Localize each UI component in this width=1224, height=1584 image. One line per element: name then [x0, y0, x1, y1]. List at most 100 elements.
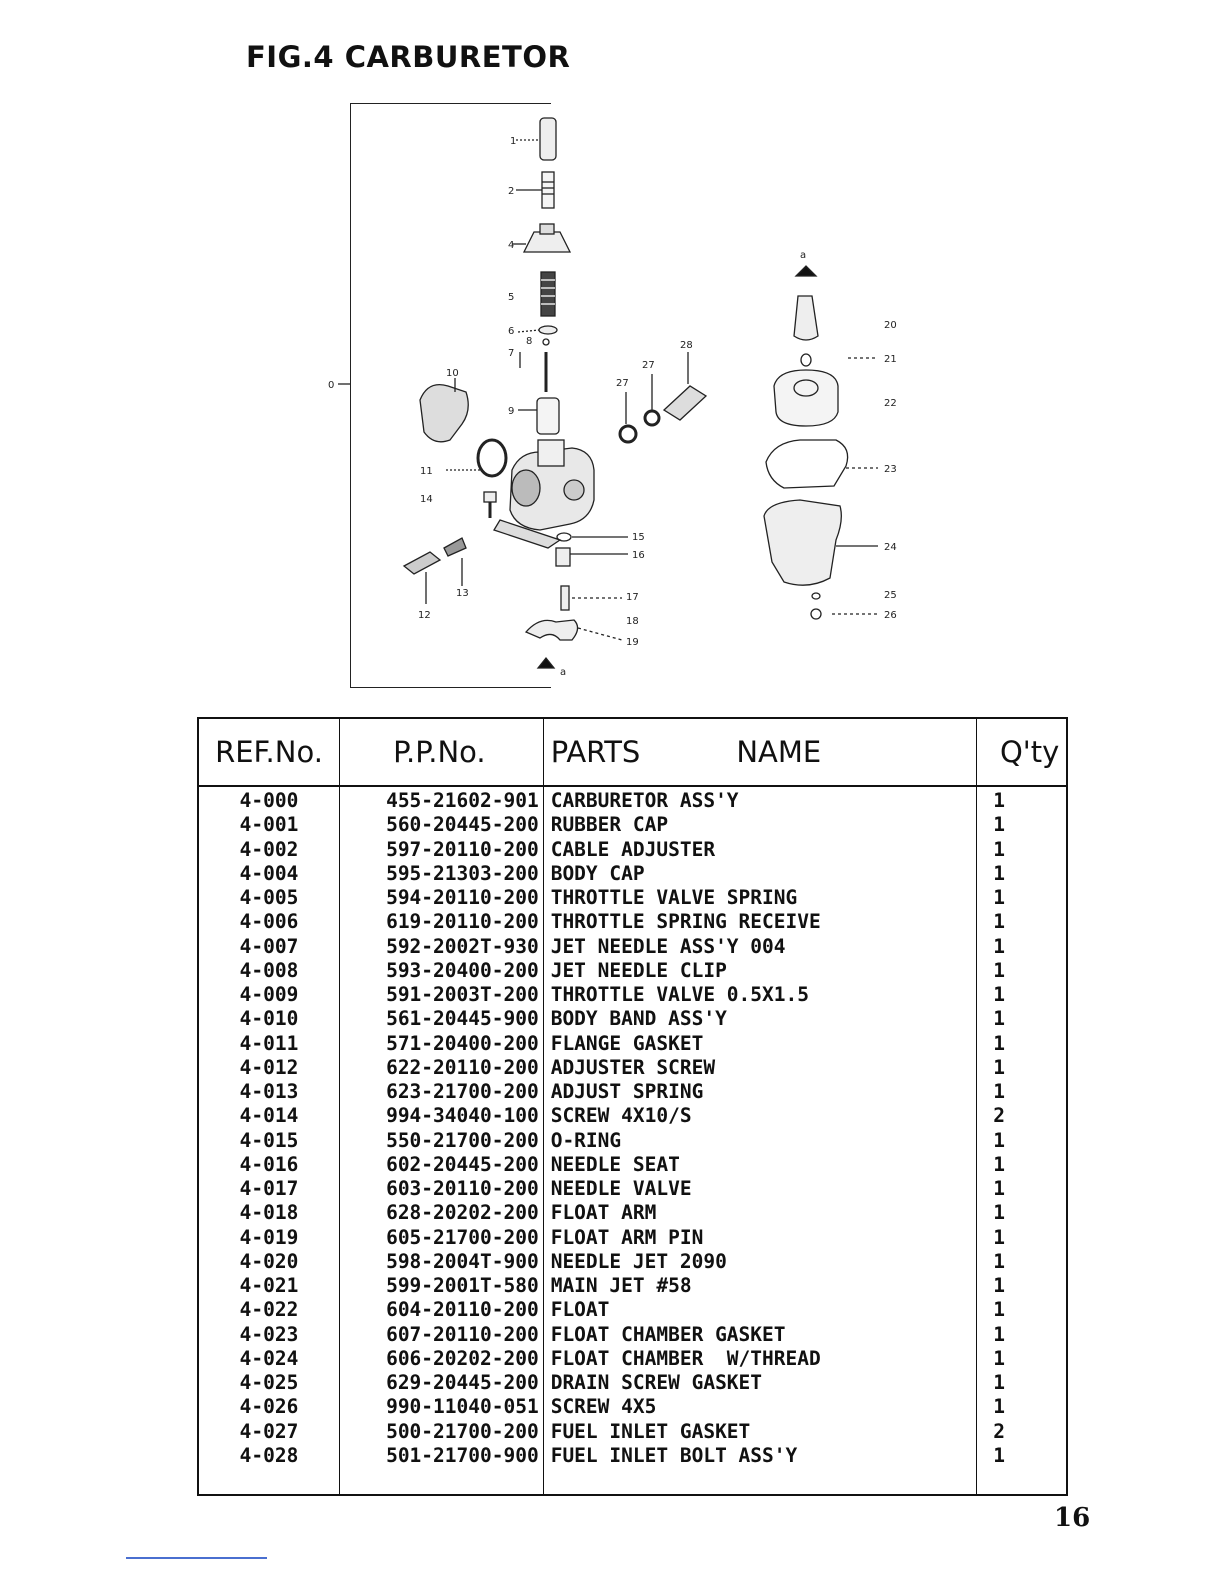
- ref-no-cell: 4-025: [197, 1371, 340, 1396]
- float-chamber-gasket-part: [765, 439, 849, 489]
- part-name-cell: THROTTLE VALVE 0.5X1.5: [542, 983, 978, 1008]
- qty-cell: 1: [976, 958, 1068, 983]
- qty-cell: 1: [976, 1443, 1068, 1495]
- throttle-spring-part: [540, 271, 556, 317]
- pp-no-cell: 629-20445-200: [339, 1371, 544, 1396]
- callout-label: 19: [626, 637, 639, 648]
- part-name-cell: O-RING: [542, 1128, 978, 1153]
- ref-no-cell: 4-004: [197, 861, 340, 886]
- part-name-cell: BODY CAP: [542, 861, 978, 886]
- ref-no-cell: 4-001: [197, 813, 340, 838]
- callout-label: 6: [508, 326, 514, 337]
- qty-cell: 1: [976, 1322, 1068, 1347]
- part-name-cell: FLOAT ARM PIN: [542, 1225, 978, 1250]
- callout-label: 14: [420, 494, 433, 505]
- float-arm-part: [524, 619, 579, 641]
- qty-cell: 1: [976, 1007, 1068, 1032]
- callout-label: a: [800, 250, 806, 261]
- qty-cell: 1: [976, 861, 1068, 886]
- qty-cell: 1: [976, 1080, 1068, 1105]
- part-name-cell: DRAIN SCREW GASKET: [542, 1371, 978, 1396]
- adjuster-screw-part: [402, 551, 442, 575]
- ref-no-cell: 4-008: [197, 958, 340, 983]
- callout-label: 15: [632, 532, 645, 543]
- cable-adjuster-part: [541, 171, 555, 209]
- ref-no-cell: 4-023: [197, 1322, 340, 1347]
- callout-label: 10: [446, 368, 459, 379]
- pp-no-cell: 561-20445-900: [339, 1007, 544, 1032]
- qty-cell: 1: [976, 1346, 1068, 1371]
- qty-cell: 1: [976, 1177, 1068, 1202]
- qty-cell: 1: [976, 1274, 1068, 1299]
- ref-no-cell: 4-024: [197, 1346, 340, 1371]
- pp-no-cell: 571-20400-200: [339, 1031, 544, 1056]
- pp-no-cell: 607-20110-200: [339, 1322, 544, 1347]
- qty-cell: 1: [976, 1128, 1068, 1153]
- callout-label: 17: [626, 592, 639, 603]
- pp-no-cell: 550-21700-200: [339, 1128, 544, 1153]
- pp-no-cell: 623-21700-200: [339, 1080, 544, 1105]
- callout-label: 2: [508, 186, 514, 197]
- ref-no-cell: 4-016: [197, 1152, 340, 1177]
- ref-no-cell: 4-015: [197, 1128, 340, 1153]
- callout-label: 18: [626, 616, 639, 627]
- pp-no-cell: 603-20110-200: [339, 1177, 544, 1202]
- pp-no-cell: 622-20110-200: [339, 1055, 544, 1080]
- header-name: NAME: [736, 735, 822, 769]
- part-name-cell: THROTTLE SPRING RECEIVE: [542, 910, 978, 935]
- pp-no-cell: 605-21700-200: [339, 1225, 544, 1250]
- callout-label: 24: [884, 542, 897, 553]
- ref-no-cell: 4-027: [197, 1419, 340, 1444]
- part-name-cell: FLOAT CHAMBER GASKET: [542, 1322, 978, 1347]
- callout-label: 25: [884, 590, 897, 601]
- throttle-valve-part: [536, 397, 560, 435]
- qty-cell: 1: [976, 1201, 1068, 1226]
- needle-jet-part: [793, 295, 819, 341]
- pp-no-cell: 591-2003T-200: [339, 983, 544, 1008]
- ref-no-cell: 4-007: [197, 934, 340, 959]
- qty-cell: 1: [976, 1249, 1068, 1274]
- part-name-cell: BODY BAND ASS'Y: [542, 1007, 978, 1032]
- ref-no-cell: 4-013: [197, 1080, 340, 1105]
- qty-cell: 1: [976, 886, 1068, 911]
- callout-label: 28: [680, 340, 693, 351]
- ref-no-cell: 4-017: [197, 1177, 340, 1202]
- callout-label: 21: [884, 354, 897, 365]
- pp-no-cell: 501-21700-900: [339, 1443, 544, 1495]
- diagram-frame: [350, 103, 551, 688]
- callout-label: a: [560, 667, 566, 678]
- qty-cell: 2: [976, 1104, 1068, 1129]
- ref-no-cell: 4-000: [197, 786, 340, 814]
- fuel-inlet-bolt-part: [662, 385, 708, 421]
- part-name-cell: NEEDLE JET 2090: [542, 1249, 978, 1274]
- pp-no-cell: 598-2004T-900: [339, 1249, 544, 1274]
- qty-cell: 1: [976, 983, 1068, 1008]
- part-name-cell: MAIN JET #58: [542, 1274, 978, 1299]
- qty-cell: 1: [976, 934, 1068, 959]
- callout-label: 8: [526, 336, 532, 347]
- part-name-cell: FUEL INLET GASKET: [542, 1419, 978, 1444]
- qty-cell: 1: [976, 1055, 1068, 1080]
- qty-cell: 1: [976, 910, 1068, 935]
- ref-no-cell: 4-014: [197, 1104, 340, 1129]
- ref-no-cell: 4-012: [197, 1055, 340, 1080]
- callout-label: 9: [508, 406, 514, 417]
- pp-no-cell: 560-20445-200: [339, 813, 544, 838]
- part-name-cell: NEEDLE SEAT: [542, 1152, 978, 1177]
- callout-label: 11: [420, 466, 433, 477]
- part-name-cell: SCREW 4X5: [542, 1395, 978, 1420]
- pp-no-cell: 606-20202-200: [339, 1346, 544, 1371]
